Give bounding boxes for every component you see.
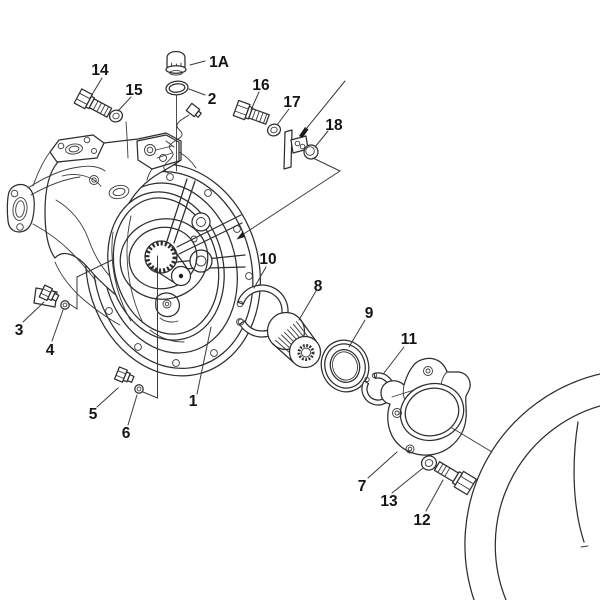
leader-line-pin bbox=[305, 80, 346, 130]
bolt-16 bbox=[232, 99, 270, 125]
leader-lines bbox=[22, 60, 444, 512]
part-label-10: 10 bbox=[259, 251, 276, 268]
flywheel-housing-arcs bbox=[464, 373, 600, 600]
o-ring-2 bbox=[165, 80, 189, 96]
top-plate bbox=[49, 134, 105, 163]
part-label-1a: 1A bbox=[209, 54, 229, 71]
part-label-18: 18 bbox=[325, 117, 343, 134]
part-label-7: 7 bbox=[358, 478, 367, 495]
drive-shaft bbox=[119, 218, 209, 300]
bolt-14 bbox=[73, 88, 113, 118]
part-label-12: 12 bbox=[413, 512, 430, 529]
part-label-1: 1 bbox=[189, 393, 198, 410]
part-label-13: 13 bbox=[380, 493, 398, 510]
part-label-6: 6 bbox=[122, 425, 131, 442]
part-label-14: 14 bbox=[91, 62, 109, 79]
oil-seal-9 bbox=[320, 339, 370, 393]
bolt-12 bbox=[433, 461, 477, 496]
bearing-cover-7 bbox=[380, 357, 493, 456]
plug-5 bbox=[113, 366, 135, 383]
part-label-16: 16 bbox=[252, 77, 270, 94]
washer-17 bbox=[266, 123, 282, 137]
nut-18 bbox=[303, 144, 319, 160]
part-label-5: 5 bbox=[89, 406, 98, 423]
washer-15 bbox=[108, 109, 124, 123]
splined-coupling-8 bbox=[266, 311, 322, 369]
leader-line-18-stud bbox=[236, 157, 342, 240]
pin bbox=[299, 127, 309, 138]
leader-line-15-body bbox=[125, 121, 129, 159]
part-label-17: 17 bbox=[283, 94, 300, 111]
sensor-wire bbox=[163, 102, 202, 174]
part-label-9: 9 bbox=[365, 305, 374, 322]
bracket-and-pin bbox=[283, 127, 309, 170]
snap-ring-10 bbox=[236, 284, 289, 338]
part-label-3: 3 bbox=[15, 322, 24, 339]
flange-face bbox=[107, 178, 246, 343]
leader-line-5-6 bbox=[142, 255, 158, 399]
leader-line-3-4 bbox=[67, 258, 115, 310]
gasket-4 bbox=[60, 300, 70, 310]
washer-13 bbox=[420, 455, 438, 471]
part-label-2: 2 bbox=[208, 91, 217, 108]
gasket-6 bbox=[134, 384, 144, 394]
part-label-15: 15 bbox=[125, 82, 143, 99]
part-label-4: 4 bbox=[46, 342, 55, 359]
part-labels: 1 1A 2 3 4 5 6 7 8 9 10 11 12 13 14 15 1… bbox=[15, 54, 431, 529]
part-label-11: 11 bbox=[401, 331, 418, 348]
plug-3 bbox=[38, 284, 60, 302]
part-label-8: 8 bbox=[314, 278, 323, 295]
cap-1a bbox=[165, 50, 187, 76]
pump-body bbox=[6, 132, 197, 326]
